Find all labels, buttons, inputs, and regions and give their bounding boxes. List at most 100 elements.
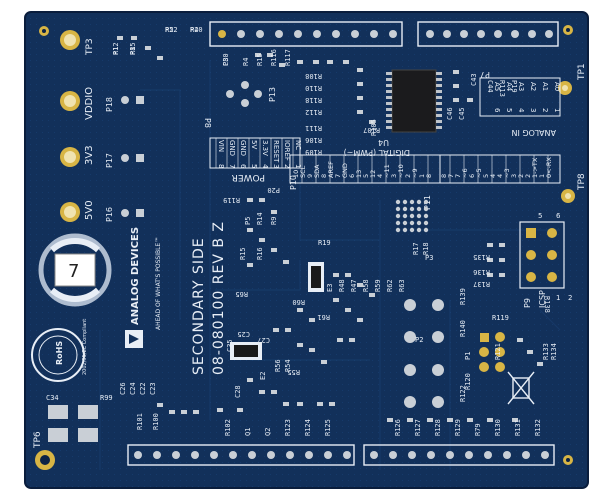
smd-pad	[499, 258, 505, 262]
ref-designator: P15	[129, 42, 137, 55]
smd-pad	[271, 210, 277, 214]
ref-designator: R17	[412, 242, 420, 255]
header-pin	[286, 451, 294, 459]
digital-pin-num: 6	[468, 174, 476, 178]
ref-designator: R60	[292, 298, 305, 306]
power-pin-name: RESET	[272, 140, 280, 163]
header-pin	[370, 30, 378, 38]
p10-label: P10	[289, 175, 298, 190]
digital-pin-name: ~6	[461, 168, 469, 178]
power-pin-num: 6	[239, 164, 247, 169]
ic-leg	[386, 114, 392, 117]
grid-pad	[423, 227, 429, 233]
ref-designator: R136	[473, 268, 490, 276]
digital-pin-num: 8	[440, 174, 448, 178]
grid-pad	[416, 199, 422, 205]
ref-designator: R131	[514, 419, 522, 436]
tp3-label: TP3	[85, 38, 95, 56]
digital-pwm-title: DIGITAL (PWM~)	[344, 148, 410, 157]
smd-pad	[337, 338, 343, 342]
analog-pin-num: 2	[541, 108, 549, 112]
grid-pad	[409, 199, 415, 205]
smd-pad	[247, 228, 253, 232]
pmod-pads	[404, 299, 505, 408]
digital-pin-num: 2	[524, 174, 532, 178]
header-pin	[248, 451, 256, 459]
analog-pin-num: 3	[529, 108, 537, 112]
analog-pin-num: 4	[517, 108, 525, 113]
ref-designator: R132	[534, 419, 542, 436]
p13-label: P13	[268, 87, 277, 102]
ref-designator: C46	[446, 107, 454, 120]
power-pin-name: IOREF	[283, 140, 291, 161]
pwm-pin-num: 8	[320, 174, 328, 178]
header-pin	[460, 30, 468, 38]
ref-designator: R138	[543, 296, 551, 313]
ref-designator: R55	[287, 368, 300, 376]
smd-pad	[157, 403, 163, 407]
pwm-pin-name: 8	[425, 174, 433, 178]
grid-pad	[423, 206, 429, 212]
grid-pad	[416, 220, 422, 226]
ic-leg	[386, 96, 392, 99]
ref-designator: R125	[324, 419, 332, 436]
header-pin	[305, 451, 313, 459]
smd-pad	[512, 418, 518, 422]
smd-pad	[271, 248, 277, 252]
ref-designator: R62	[386, 279, 394, 292]
ref-designator: R15	[256, 53, 264, 66]
rohs-text: RoHS	[55, 341, 64, 365]
ref-designator: C23	[149, 382, 157, 395]
pwm-pin-name: SCL	[299, 165, 307, 178]
header-pin	[172, 451, 180, 459]
q-transistors	[48, 405, 98, 442]
digital-pin-name: 1->TX	[531, 157, 539, 178]
power-pin-name: 3.3V	[261, 140, 269, 156]
pwm-pin-name: 12	[369, 170, 377, 178]
pwm-pin-num: 1	[418, 174, 426, 178]
power-pin-num: 1	[294, 164, 302, 168]
ref-designator: R1	[112, 47, 120, 55]
grid-pad	[402, 213, 408, 219]
ref-designator: R79	[474, 423, 482, 436]
ref-designator: R134	[550, 343, 558, 360]
analog-pin-name: A1	[541, 82, 549, 91]
pwm-pin-name: 13	[355, 170, 363, 178]
ic-leg	[436, 72, 442, 75]
p9-label: P9	[523, 298, 532, 308]
rohs-sub: 2002/95/EC Compliant	[82, 319, 88, 375]
ref-designator: R18	[422, 242, 430, 255]
ref-designator: P1	[464, 352, 472, 360]
ref-designator: R116	[270, 49, 278, 66]
ref-designator: R119	[492, 314, 509, 322]
analog-pin-name: A2	[529, 82, 537, 91]
ref-designator: R124	[304, 419, 312, 436]
header-pin	[503, 451, 511, 459]
ic-leg	[386, 102, 392, 105]
ref-designator: Q1	[244, 428, 252, 436]
digital-pin-name: ~5	[475, 168, 483, 178]
ref-designator: R118	[305, 96, 322, 104]
power-pin-num: 8	[217, 164, 225, 168]
ref-designator: R4	[242, 58, 250, 66]
5v0-label: 5V0	[84, 200, 95, 220]
smd-pad	[309, 348, 315, 352]
pwm-pin-num: 5	[362, 174, 370, 178]
header-pin	[541, 451, 549, 459]
analog-pin-num: 1	[553, 108, 561, 112]
smd-pad	[487, 258, 493, 262]
grid-pad	[409, 213, 415, 219]
tp1-label: TP1	[577, 63, 587, 81]
bottom-header-left-outline	[127, 444, 355, 466]
smd-pad	[527, 350, 533, 354]
board-title-line2: 08-080100 REV B Z	[211, 221, 227, 375]
p8-ref: P8	[203, 118, 212, 128]
ic-leg	[436, 84, 442, 87]
smd-pad	[453, 70, 459, 74]
header-pin	[210, 451, 218, 459]
grid-pad	[395, 227, 401, 233]
smd-pad	[193, 410, 199, 414]
ref-designator: C43	[470, 73, 478, 86]
